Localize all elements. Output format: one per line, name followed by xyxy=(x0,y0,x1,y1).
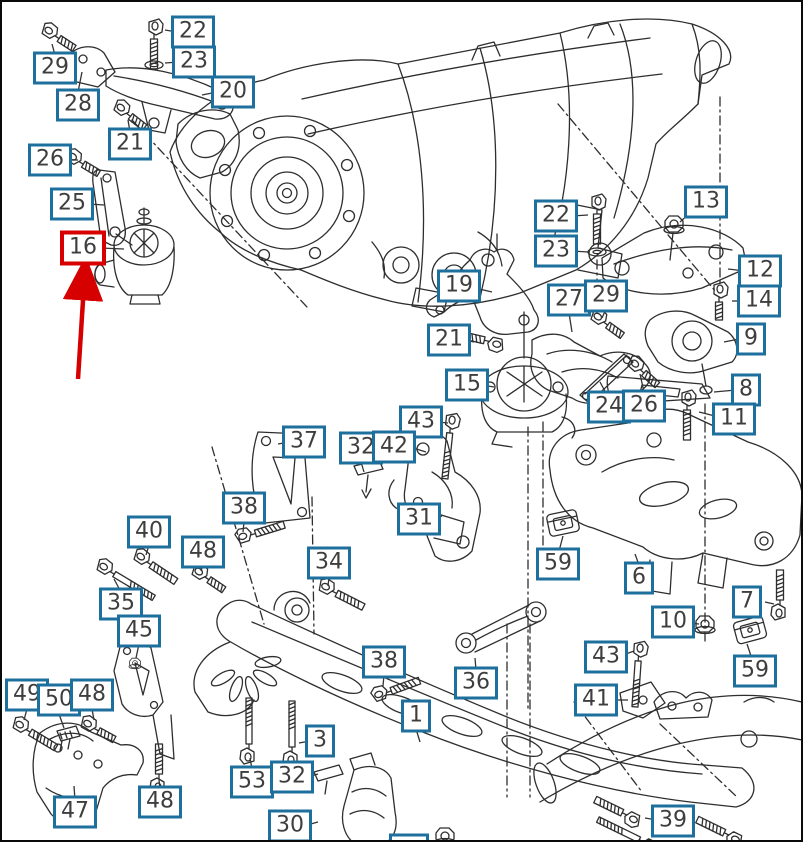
construction-lines xyxy=(131,96,738,798)
highlight-arrow xyxy=(62,255,104,380)
